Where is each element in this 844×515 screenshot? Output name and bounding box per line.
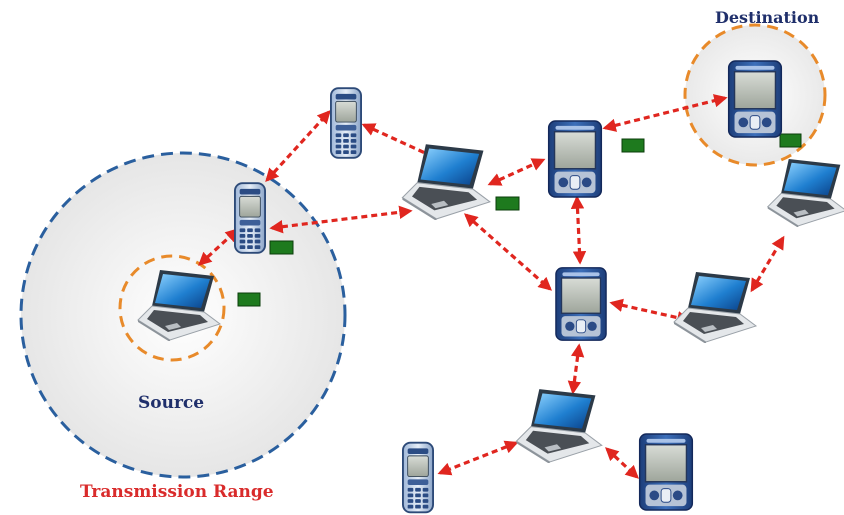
laptop-icon: [515, 388, 603, 463]
source-local-circle: [118, 254, 226, 362]
link-source-phone-a: [198, 228, 239, 266]
packet-icon: [495, 196, 520, 211]
link-phone-a-laptop-center: [269, 205, 413, 234]
link-laptop-bottom-pda-bottom: [605, 447, 639, 479]
cell-phone-icon: [330, 87, 362, 159]
packet-icon: [779, 133, 802, 148]
laptop-icon: [401, 143, 491, 220]
laptop-icon: [673, 271, 757, 343]
links: [198, 94, 785, 479]
link-phone-a-phone-b: [265, 110, 331, 182]
link-pda-top-pda-mid: [570, 195, 587, 265]
link-laptop-center-pda-top: [487, 158, 546, 186]
destination-pda-icon: [727, 60, 783, 138]
link-pda-top-destination: [602, 94, 728, 132]
source-label: Source: [138, 393, 205, 413]
link-phone-b-laptop-center: [361, 123, 439, 160]
link-laptop-center-pda-mid: [463, 213, 553, 291]
cell-phone-icon: [234, 182, 266, 254]
packet-icon: [621, 138, 645, 153]
packets: [237, 133, 802, 307]
cell-phone-icon: [402, 441, 434, 514]
link-pda-mid-laptop-bottom: [567, 343, 585, 395]
packet-icon: [237, 292, 261, 307]
link-pda-mid-laptop-mid-right: [609, 298, 691, 325]
laptop-icon: [767, 158, 844, 227]
pda-icon: [638, 433, 694, 511]
destination-label: Destination: [715, 8, 820, 27]
link-laptop-mid-right-laptop-right: [750, 235, 785, 293]
pda-icon: [547, 120, 603, 198]
transmission-range-label: Transmission Range: [80, 482, 274, 502]
pda-icon: [555, 267, 607, 341]
link-laptop-bottom-phone-bottom: [437, 440, 519, 476]
packet-icon: [269, 240, 294, 255]
